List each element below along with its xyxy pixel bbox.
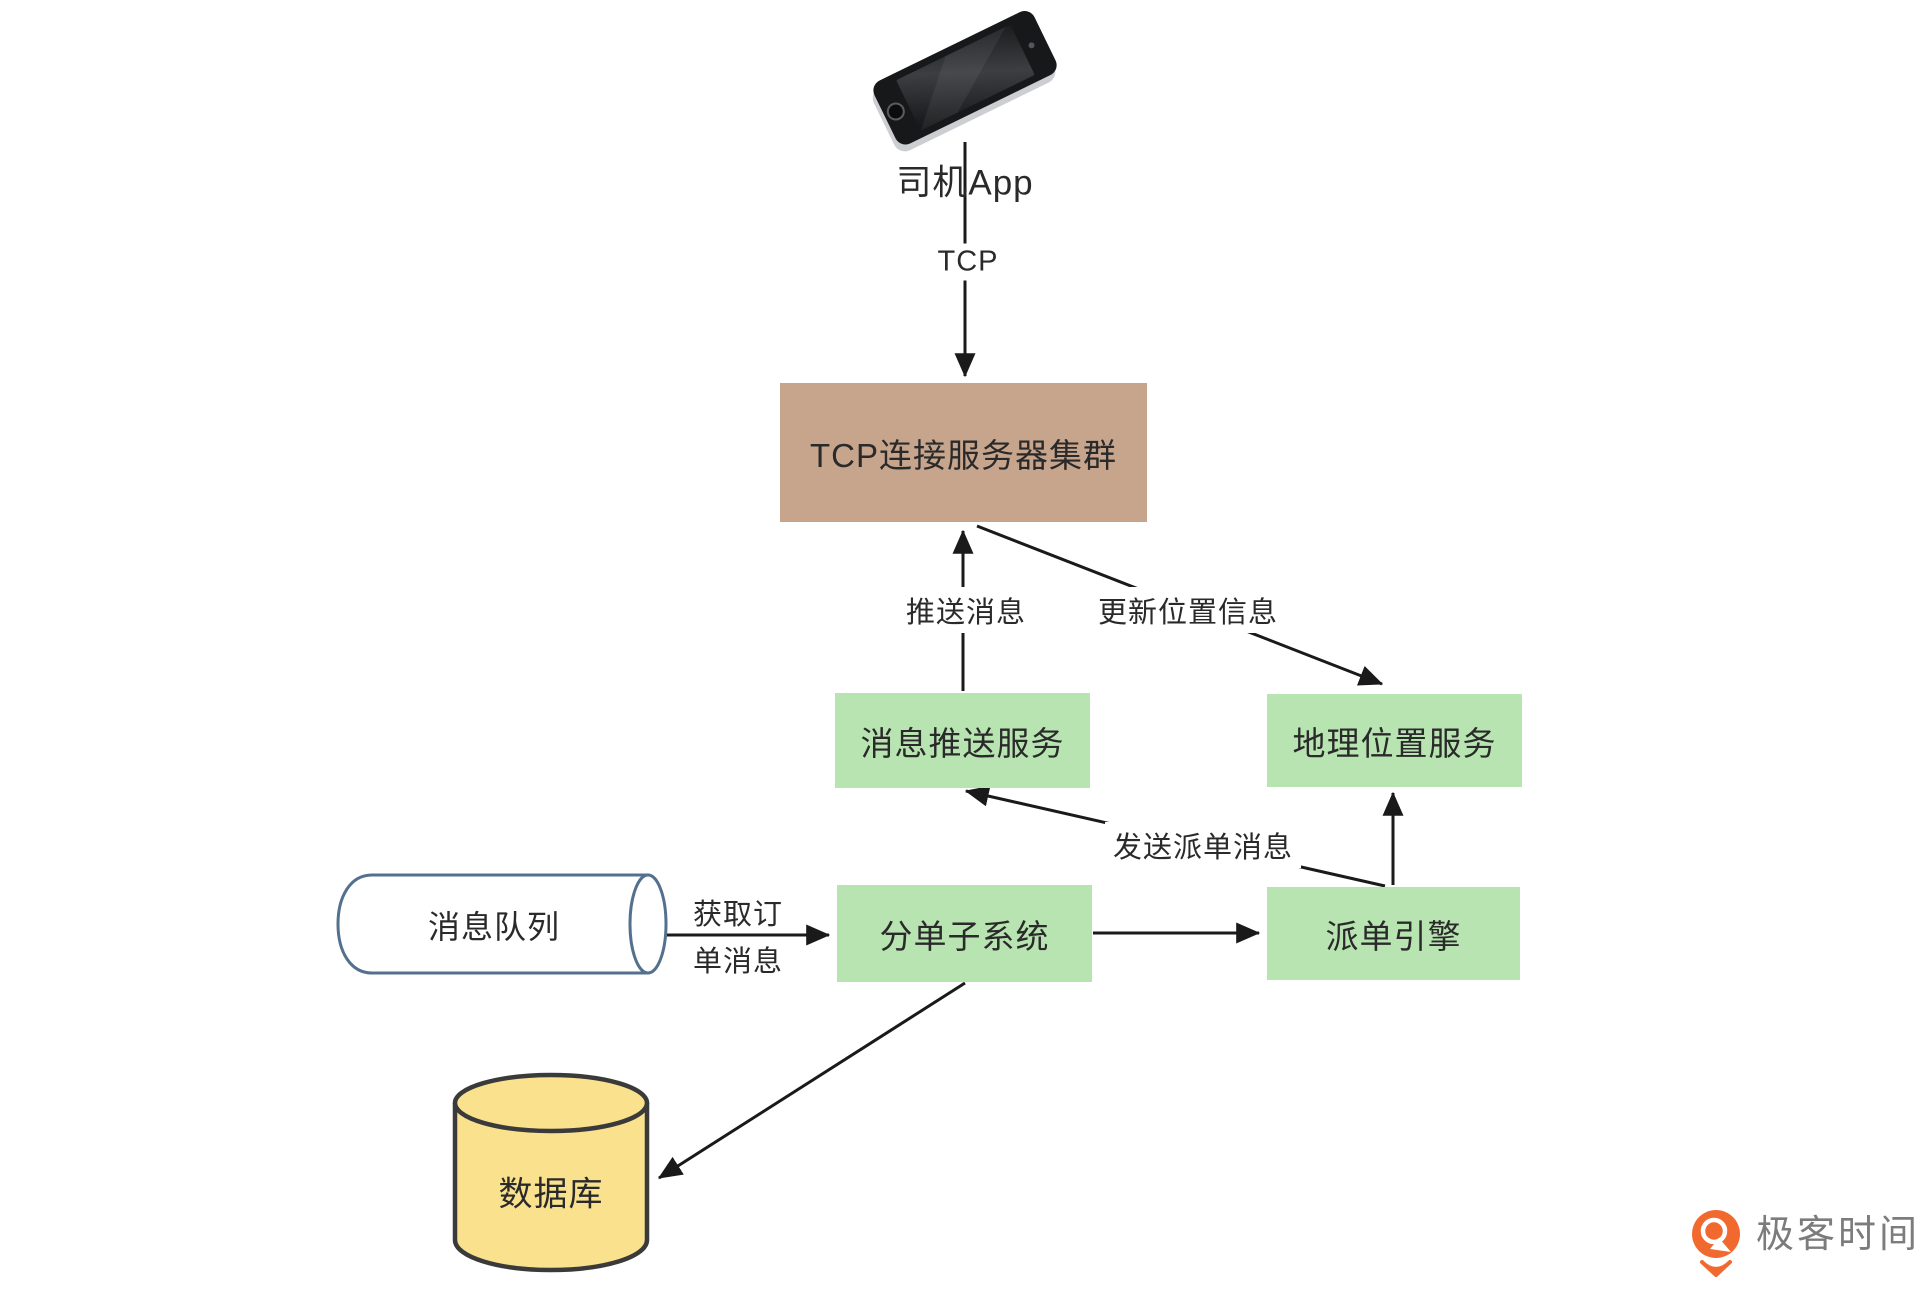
- node-tcp-cluster-label: TCP连接服务器集群: [810, 436, 1117, 474]
- edge-label-push-message: 推送消息: [897, 587, 1035, 633]
- geektime-logo-spacer: [1690, 1208, 1742, 1260]
- geektime-logo: 极客时间: [1690, 1208, 1920, 1260]
- node-order-split-subsystem-label: 分单子系统: [879, 917, 1050, 955]
- node-geolocation-service-label: 地理位置服务: [1292, 724, 1497, 762]
- database-cylinder: [452, 1072, 650, 1273]
- message-queue-cylinder: [336, 873, 668, 975]
- edge-label-update-location: 更新位置信息: [1089, 587, 1287, 633]
- node-message-push-service-label: 消息推送服务: [860, 724, 1065, 762]
- node-dispatch-engine: 派单引擎: [1267, 887, 1520, 980]
- node-order-split-subsystem: 分单子系统: [837, 885, 1092, 982]
- edge-label-get-order: 获取订 单消息: [693, 899, 784, 978]
- edge-label-tcp: TCP: [929, 243, 1007, 281]
- geektime-logo-icon: [1692, 1210, 1740, 1277]
- driver-app-label: 司机App: [896, 163, 1034, 203]
- edge-label-send-dispatch: 发送派单消息: [1104, 822, 1302, 868]
- database-label: 数据库: [498, 1175, 604, 1214]
- edge-split-to-database: [657, 981, 966, 1180]
- node-message-push-service: 消息推送服务: [835, 693, 1090, 788]
- geektime-logo-text: 极客时间: [1756, 1213, 1920, 1256]
- node-dispatch-engine-label: 派单引擎: [1325, 917, 1462, 955]
- message-queue-label: 消息队列: [427, 909, 561, 945]
- node-geolocation-service: 地理位置服务: [1267, 694, 1522, 787]
- node-tcp-cluster: TCP连接服务器集群: [780, 383, 1147, 522]
- smartphone-icon: [872, 11, 1057, 152]
